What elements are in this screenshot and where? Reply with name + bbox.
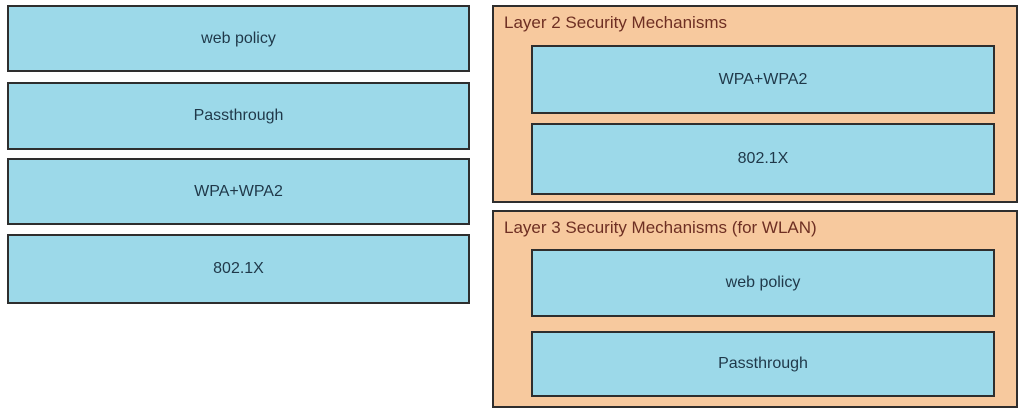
dropped-item-web-policy[interactable]: web policy bbox=[531, 249, 995, 317]
drop-zone-layer3-title: Layer 3 Security Mechanisms (for WLAN) bbox=[504, 218, 817, 237]
drag-item-802-1x[interactable]: 802.1X bbox=[7, 234, 470, 304]
drop-zone-layer2-security[interactable]: Layer 2 Security Mechanisms WPA+WPA2 802… bbox=[492, 5, 1018, 203]
dropped-item-wpa-wpa2[interactable]: WPA+WPA2 bbox=[531, 45, 995, 114]
dropped-item-passthrough[interactable]: Passthrough bbox=[531, 331, 995, 397]
drag-item-passthrough[interactable]: Passthrough bbox=[7, 82, 470, 150]
drop-zone-layer3-security-wlan[interactable]: Layer 3 Security Mechanisms (for WLAN) w… bbox=[492, 210, 1018, 408]
dropped-item-802-1x[interactable]: 802.1X bbox=[531, 123, 995, 195]
drop-zone-layer2-title: Layer 2 Security Mechanisms bbox=[504, 13, 727, 32]
drag-item-wpa-wpa2[interactable]: WPA+WPA2 bbox=[7, 158, 470, 225]
drag-item-web-policy[interactable]: web policy bbox=[7, 5, 470, 72]
